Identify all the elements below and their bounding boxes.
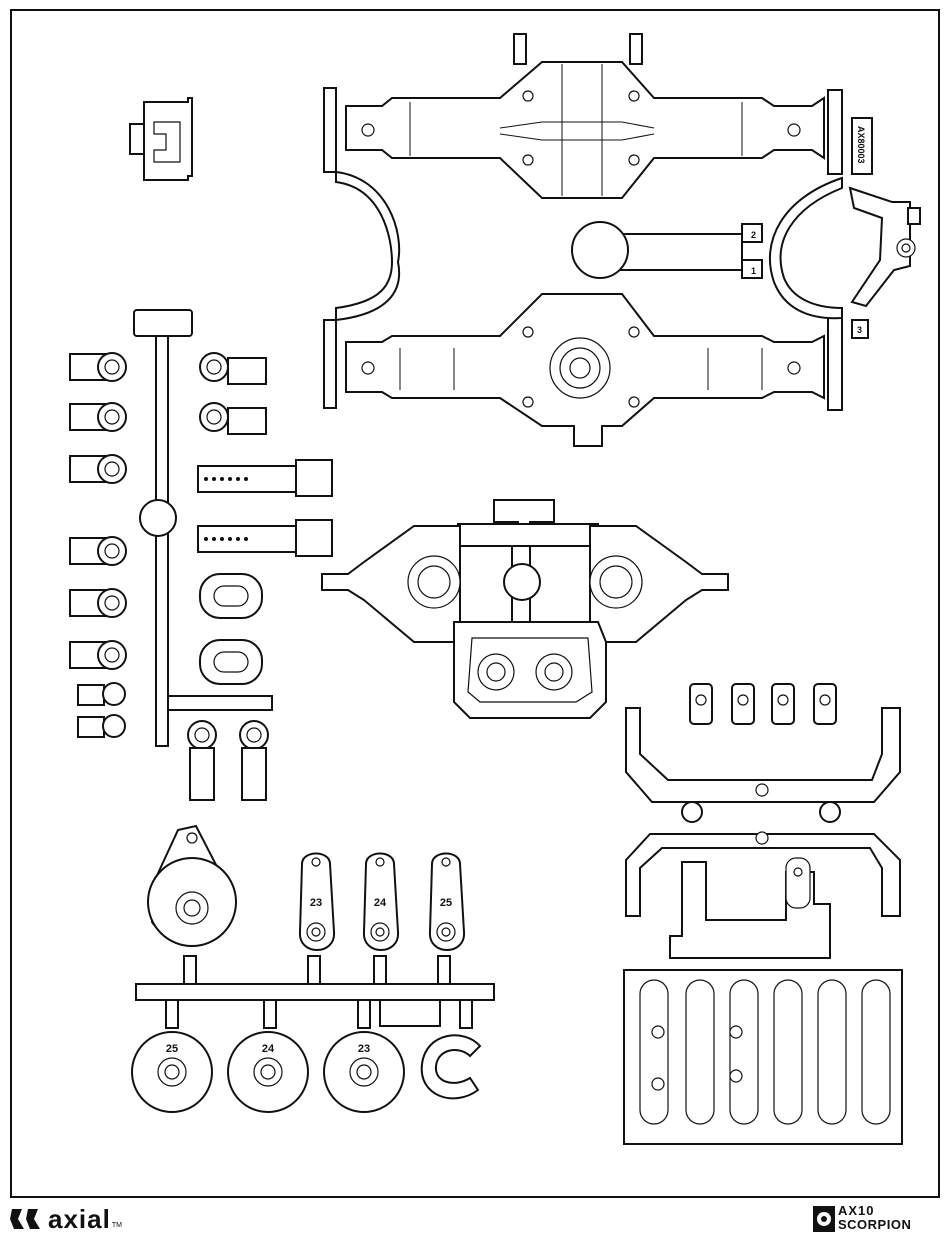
servo-arm-label: 23 — [310, 897, 322, 909]
servo-saver-group — [132, 1032, 480, 1112]
servo-horn-part — [148, 826, 236, 946]
product-name: SCORPION — [838, 1217, 911, 1232]
small-bracket-part — [130, 98, 192, 180]
product-logo: AX10 SCORPION — [812, 1203, 942, 1235]
rod-end-tree — [70, 310, 332, 800]
servo-saver-label: 23 — [358, 1043, 370, 1055]
axial-mark-icon — [8, 1205, 42, 1233]
axle-housing-lower — [346, 294, 824, 446]
link-mount-tree — [626, 684, 900, 958]
servo-arm-label: 25 — [440, 897, 452, 909]
scorpion-emblem-icon — [812, 1205, 836, 1233]
product-model: AX10 — [838, 1203, 875, 1218]
tree-number-1: 1 — [751, 266, 756, 276]
link-mount-arm — [850, 188, 920, 306]
parts-tree-diagram: 2 1 3 AX80003 — [10, 9, 940, 1198]
tree-number-3: 3 — [857, 325, 862, 335]
skid-plate-part — [624, 970, 902, 1144]
tree-number-2: 2 — [751, 230, 756, 240]
parts-tree-drawing: 2 1 3 AX80003 — [12, 11, 942, 1200]
brand-name: axial — [48, 1204, 111, 1235]
servo-runner — [136, 956, 494, 1028]
servo-saver-label: 25 — [166, 1043, 178, 1055]
rod-end-row — [70, 353, 126, 737]
trademark-mark: TM — [112, 1222, 122, 1229]
steering-knuckle-tree — [322, 500, 728, 718]
part-number-label: AX80003 — [856, 126, 866, 164]
servo-saver-label: 24 — [262, 1043, 275, 1055]
axle-housing-upper — [346, 34, 824, 198]
servo-arm-label: 24 — [374, 897, 387, 909]
axial-logo: axial TM — [8, 1204, 122, 1234]
